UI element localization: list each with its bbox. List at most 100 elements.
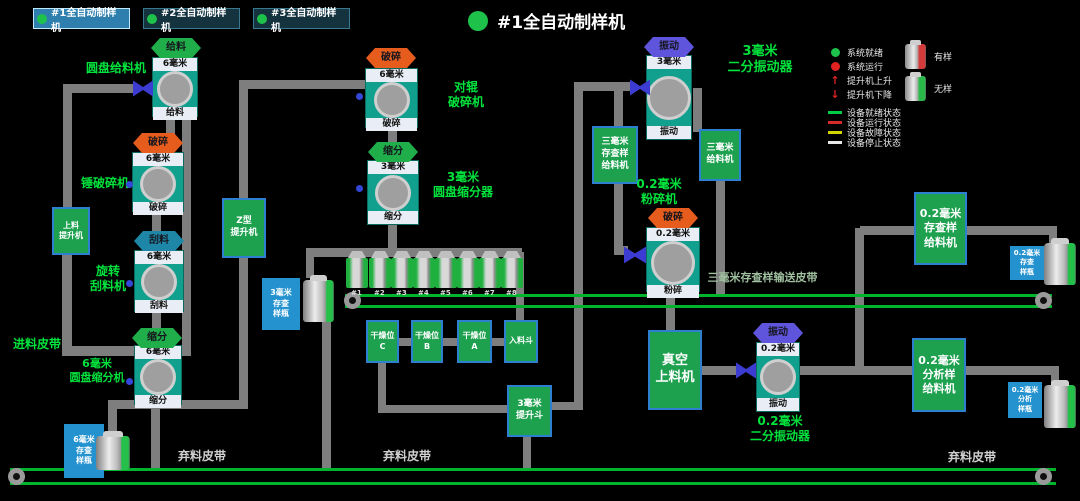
valve-icon[interactable] <box>630 79 650 96</box>
sensor-dot <box>126 181 133 188</box>
state-badge: 振动 <box>753 323 803 343</box>
state-badge: 缩分 <box>132 328 182 348</box>
sample-bottle-empty-icon <box>905 72 926 101</box>
archive3-feeder-box[interactable]: 三毫米 存查样 给料机 <box>592 126 638 184</box>
footer-label: 缩分 <box>135 395 181 408</box>
archive02-feeder-box[interactable]: 0.2毫米 存查样 给料机 <box>914 192 967 265</box>
tab-sampler-3[interactable]: #3全自动制样机 <box>253 8 350 34</box>
vibrator-3mm-unit[interactable]: 3毫米 振动 <box>646 55 692 140</box>
hopper-number: #1 <box>351 289 362 297</box>
archive02-bottle-label: 0.2毫米 存查 样瓶 <box>1010 246 1044 280</box>
size-label: 6毫米 <box>133 153 183 166</box>
pipe <box>399 338 413 346</box>
dry-position-b-box[interactable]: 干燥位 B <box>411 320 443 363</box>
legend: 系统就绪 系统运行 ↑提升机上升 ↓提升机下降 设备就绪状态 设备运行状态 设备… <box>828 45 901 149</box>
tab-label: #2全自动制样机 <box>161 7 227 34</box>
size-label: 6毫米 <box>153 58 197 71</box>
footer-label: 缩分 <box>368 211 418 224</box>
state-badge: 缩分 <box>368 142 418 162</box>
divider-3mm-label: 3毫米 圆盘缩分器 <box>432 170 493 199</box>
dry-position-c-box[interactable]: 干燥位 C <box>366 320 399 363</box>
vacuum-loader-box[interactable]: 真空 上料机 <box>648 330 702 410</box>
pipe <box>574 82 583 410</box>
status-dot-icon <box>147 13 157 24</box>
analysis02-feeder-box[interactable]: 0.2毫米 分析样 给料机 <box>912 338 966 412</box>
size-label: 3毫米 <box>368 161 418 174</box>
pipe <box>1051 366 1059 388</box>
roll-crusher-unit[interactable]: 6毫米 破碎 <box>365 68 418 131</box>
red-line-icon <box>828 120 842 124</box>
green-line-icon <box>828 110 842 114</box>
pipe <box>614 246 628 255</box>
discard-belt-label: 弃料皮带 <box>178 449 227 463</box>
archive3-bottle-label: 3毫米 存查 样瓶 <box>262 278 300 330</box>
pipe <box>693 88 702 132</box>
z-hoist-box[interactable]: Z型 提升机 <box>222 198 266 258</box>
system-ready-dot-icon <box>468 10 488 31</box>
state-badge: 破碎 <box>366 48 416 68</box>
pipe <box>62 253 72 353</box>
archive3-conveyor-label: 三毫米存查样输送皮带 <box>707 271 818 284</box>
lift3-bucket-box[interactable]: 3毫米 提升斗 <box>507 385 552 437</box>
divider-6mm-unit[interactable]: 6毫米 缩分 <box>134 345 182 408</box>
hopper-number: #8 <box>506 289 517 297</box>
belt-roller <box>344 292 361 309</box>
state-badge: 刮料 <box>134 231 184 251</box>
belt-roller <box>1035 292 1052 309</box>
size-label: 6毫米 <box>135 251 183 264</box>
vibrator-02mm-unit[interactable]: 0.2毫米 振动 <box>756 342 800 412</box>
pipe <box>378 405 510 413</box>
state-badge: 给料 <box>151 38 201 58</box>
dry-position-a-box[interactable]: 干燥位 A <box>457 320 492 363</box>
sensor-dot <box>356 93 363 100</box>
yellow-line-icon <box>828 130 842 134</box>
inlet-hopper-box[interactable]: 入料斗 <box>504 320 538 363</box>
archive6-sample-bottle <box>96 431 130 470</box>
size-label: 0.2毫米 <box>757 343 799 356</box>
divider-3mm-unit[interactable]: 3毫米 缩分 <box>367 160 419 225</box>
drum-icon <box>760 359 796 395</box>
drum-icon <box>651 241 695 285</box>
valve-icon[interactable] <box>133 80 153 97</box>
distribution-hopper <box>346 258 368 288</box>
tab-label: #3全自动制样机 <box>271 7 337 34</box>
distribution-hopper <box>369 258 391 288</box>
footer-label: 破碎 <box>133 202 183 215</box>
pipe <box>239 256 248 406</box>
pipe <box>860 226 915 235</box>
discard-belt-label: 弃料皮带 <box>383 449 432 463</box>
size-label: 3毫米 <box>647 56 691 69</box>
feed-hoist-box[interactable]: 上料 提升机 <box>52 207 90 255</box>
distribution-hopper <box>457 258 479 288</box>
pipe <box>322 320 331 470</box>
arrow-up-icon: ↑ <box>830 73 840 87</box>
valve-icon[interactable] <box>736 362 756 379</box>
pipe <box>492 338 506 346</box>
drum-icon <box>375 174 411 211</box>
valve-icon[interactable] <box>624 246 646 264</box>
pipe <box>108 400 117 438</box>
legend-item: 系统运行 <box>828 59 901 73</box>
green-dot-icon <box>830 47 840 57</box>
feeder-3mm-box[interactable]: 三毫米 给料机 <box>699 129 741 181</box>
pipe <box>239 80 248 200</box>
footer-label: 给料 <box>153 107 197 120</box>
pipe <box>62 346 191 356</box>
pipe <box>614 86 623 128</box>
distribution-hopper <box>391 258 413 288</box>
rotary-scraper-unit[interactable]: 6毫米 刮料 <box>134 250 184 313</box>
pulverizer-unit[interactable]: 0.2毫米 粉碎 <box>646 227 700 298</box>
pipe <box>182 115 191 352</box>
belt-roller <box>8 468 25 485</box>
hammer-crusher-unit[interactable]: 6毫米 破碎 <box>132 152 184 215</box>
sensor-dot <box>356 185 363 192</box>
pipe <box>63 84 133 93</box>
tab-sampler-1[interactable]: #1全自动制样机 <box>33 8 130 34</box>
pipe <box>523 437 531 470</box>
pan-feeder-unit[interactable]: 6毫米 给料 <box>152 57 198 120</box>
hopper-number: #7 <box>484 289 495 297</box>
tab-sampler-2[interactable]: #2全自动制样机 <box>143 8 240 34</box>
footer-label: 振动 <box>647 126 691 139</box>
red-dot-icon <box>830 61 840 71</box>
